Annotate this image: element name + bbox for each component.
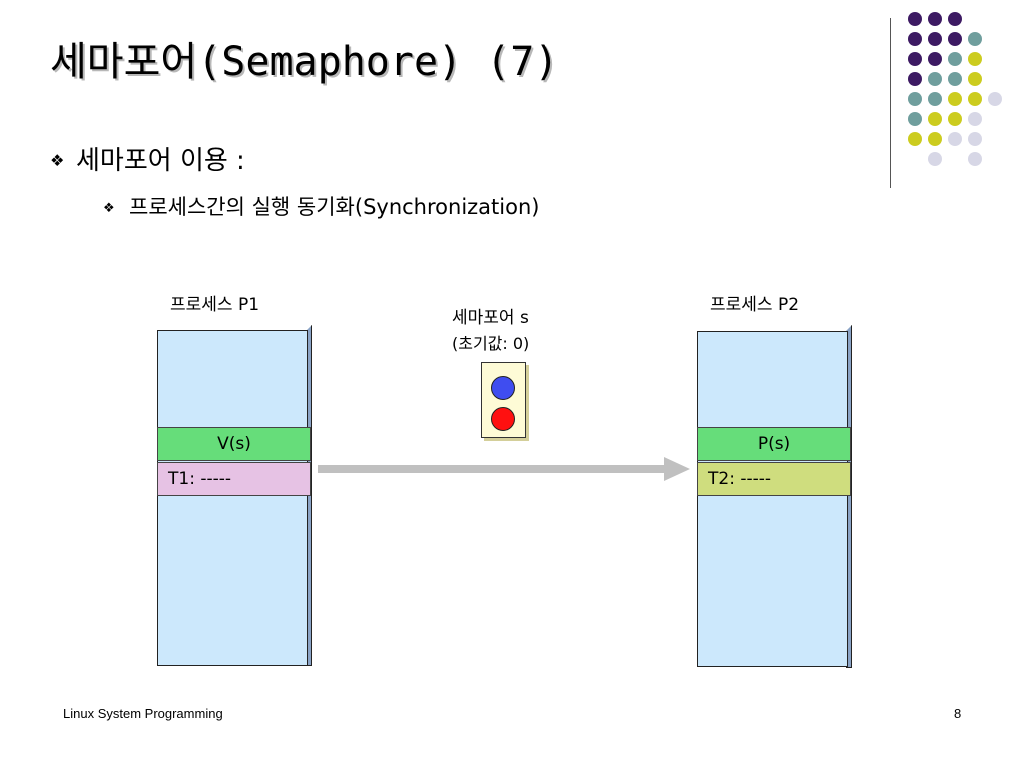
- process1-label: 프로세스 P1: [170, 295, 260, 315]
- footer-page-number: 8: [954, 706, 962, 721]
- process2-box: [697, 331, 848, 667]
- semaphore-label: 세마포어 s: [452, 308, 529, 328]
- diamond-bullet-icon: ❖: [50, 151, 65, 171]
- process1-op-band: V(s): [157, 427, 311, 461]
- semaphore-initial-value: (초기값: 0): [452, 334, 530, 353]
- process1-box: [157, 330, 308, 666]
- bullet2-text: 프로세스간의 실행 동기화(Synchronization): [129, 195, 540, 219]
- process2-label: 프로세스 P2: [710, 295, 800, 315]
- red-light-icon: [491, 407, 515, 431]
- diamond-bullet-icon: ❖: [103, 200, 115, 216]
- page-title: 세마포어(Semaphore) (7): [50, 39, 559, 85]
- title-divider: [890, 18, 891, 188]
- sync-arrow-icon: [318, 457, 690, 481]
- process2-task-band: T2: -----: [697, 462, 851, 496]
- traffic-light-icon: [481, 362, 526, 438]
- bullet1-text: 세마포어 이용 :: [76, 146, 245, 176]
- footer-course-title: Linux System Programming: [63, 706, 223, 721]
- process2-op-band: P(s): [697, 427, 851, 461]
- bullet-process-sync: ❖ 프로세스간의 실행 동기화(Synchronization): [103, 192, 539, 224]
- process1-task-band: T1: -----: [157, 462, 311, 496]
- bullet-semaphore-usage: ❖ 세마포어 이용 :: [50, 144, 245, 178]
- blue-light-icon: [491, 376, 515, 400]
